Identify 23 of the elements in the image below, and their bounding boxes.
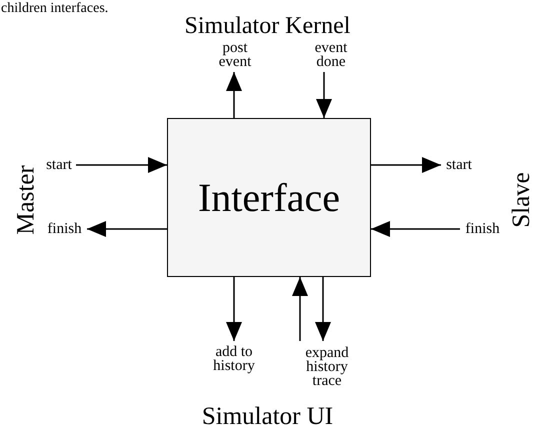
- arrow: [87, 221, 167, 237]
- signal-label: add to history: [198, 341, 270, 377]
- title: Simulator Kernel: [184, 13, 352, 40]
- side-label: Master: [12, 165, 40, 235]
- signal-label: post event: [208, 38, 262, 72]
- arrow: [226, 72, 242, 118]
- arrow: [371, 221, 460, 237]
- interface-box: Interface: [167, 118, 371, 277]
- signal-label: expand history trace: [292, 341, 362, 393]
- signal-label: start: [441, 155, 477, 175]
- signal-label: start: [42, 155, 76, 175]
- signal-label: finish: [460, 219, 505, 239]
- arrow: [292, 277, 308, 341]
- side-label: Simulator UI: [200, 403, 334, 431]
- signal-label: finish: [42, 219, 87, 239]
- caption-text: children interfaces.: [1, 1, 108, 17]
- arrow: [76, 157, 167, 173]
- arrow: [226, 277, 242, 341]
- arrow: [371, 157, 441, 173]
- arrow: [315, 277, 331, 341]
- side-label: Slave: [508, 172, 535, 228]
- signal-label: event done: [304, 38, 358, 72]
- arrow: [316, 72, 332, 118]
